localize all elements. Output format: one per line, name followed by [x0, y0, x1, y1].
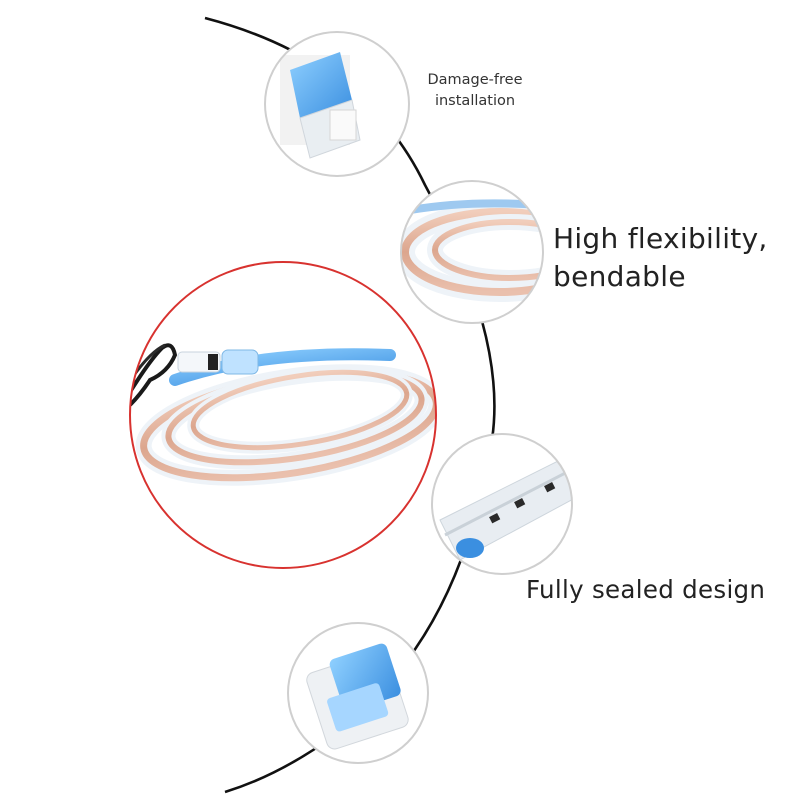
- highlight-circle: [129, 261, 437, 569]
- damage-free-line2: installation: [434, 93, 516, 109]
- adhesive-connector: [264, 31, 410, 177]
- damage-free-line1: Damage-free: [427, 72, 523, 88]
- damage-free-label: Damage-free installation: [415, 70, 535, 112]
- flexibility-line2: bendable: [553, 260, 686, 293]
- sealed-design-label: Fully sealed design: [526, 575, 766, 604]
- end-cap: [287, 622, 429, 764]
- sealed-led-strip: [431, 433, 573, 575]
- led-strip-coil: [129, 261, 437, 569]
- flexibility-label: High flexibility, bendable: [553, 220, 768, 296]
- bendable-strip: [400, 180, 544, 324]
- flexibility-line1: High flexibility,: [553, 222, 768, 255]
